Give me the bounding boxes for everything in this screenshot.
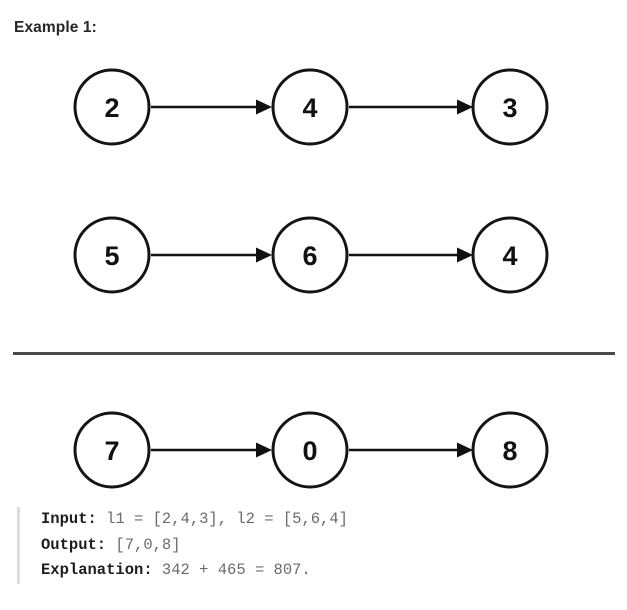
code-line-explanation: Explanation: 342 + 465 = 807. — [41, 558, 613, 584]
list-node-label: 0 — [302, 436, 317, 466]
list-node-circle — [471, 216, 549, 294]
code-line-label: Explanation: — [41, 561, 153, 579]
page-title: Example 1: — [14, 19, 97, 36]
list-node-label: 4 — [302, 93, 317, 123]
code-line-input: Input: l1 = [2,4,3], l2 = [5,6,4] — [41, 507, 613, 533]
list-node-circle — [271, 411, 349, 489]
list-edge-arrow — [349, 247, 473, 263]
list-edge-arrow — [349, 99, 473, 115]
list-node-circle — [471, 68, 549, 146]
list-edge-arrow — [151, 442, 272, 458]
list-node-label: 6 — [302, 241, 317, 271]
list-node-label: 8 — [502, 436, 517, 466]
list-node-label: 2 — [104, 93, 119, 123]
code-line-value: [7,0,8] — [106, 535, 181, 554]
list-node-label: 7 — [104, 436, 119, 466]
code-line-value: l1 = [2,4,3], l2 = [5,6,4] — [96, 510, 348, 528]
list-node-circle — [73, 68, 151, 146]
linked-list-row-input-2: 5 6 4 — [0, 210, 627, 300]
list-edge-arrow — [349, 442, 473, 458]
linked-list-row-input-1: 2 4 3 — [0, 62, 627, 152]
example-code-block: Input: l1 = [2,4,3], l2 = [5,6,4] Output… — [17, 507, 613, 584]
list-edge-arrow — [151, 247, 272, 263]
list-node-circle — [271, 216, 349, 294]
list-node-circle — [73, 216, 151, 294]
code-line-value: 342 + 465 = 807. — [152, 561, 311, 579]
code-line-label: Input: — [41, 510, 97, 528]
list-node-label: 5 — [104, 241, 119, 271]
list-node-circle — [73, 411, 151, 489]
list-node-label: 3 — [502, 93, 517, 123]
code-line-label: Output: — [41, 535, 107, 554]
list-node-label: 4 — [502, 241, 517, 271]
section-divider — [13, 352, 615, 355]
linked-list-row-output: 7 0 8 — [0, 405, 627, 495]
list-edge-arrow — [151, 99, 272, 115]
list-node-circle — [271, 68, 349, 146]
code-line-output: Output: [7,0,8] — [41, 533, 613, 559]
list-node-circle — [471, 411, 549, 489]
